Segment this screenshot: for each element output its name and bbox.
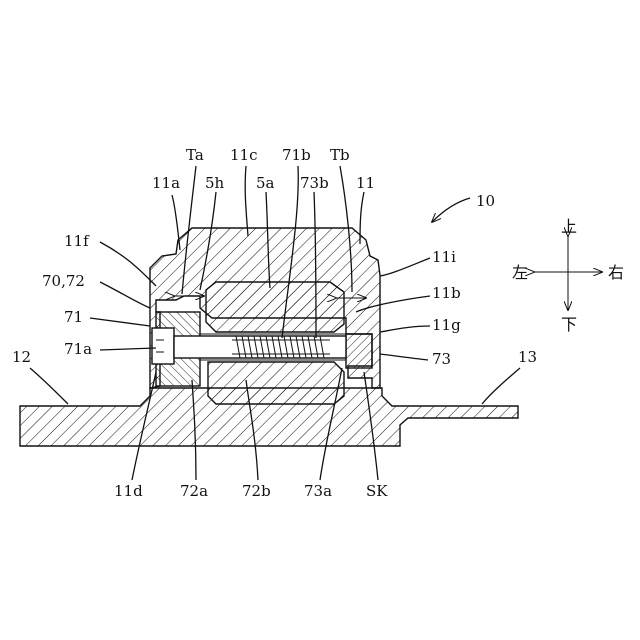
- label-11b: 11b: [432, 284, 461, 302]
- label-13: 13: [518, 348, 537, 366]
- label-11d: 11d: [114, 482, 143, 500]
- label-70-72: 70,72: [42, 272, 85, 290]
- label-11i: 11i: [432, 248, 456, 266]
- label-11: 11: [356, 174, 375, 192]
- bolt-head-71: [152, 328, 174, 364]
- label-Ta: Ta: [186, 146, 204, 164]
- label-71: 71: [64, 308, 83, 326]
- label-12: 12: [12, 348, 31, 366]
- label-11g: 11g: [432, 316, 461, 334]
- label-11c: 11c: [230, 146, 258, 164]
- direction-down-label: 下: [561, 315, 577, 334]
- label-5h: 5h: [205, 174, 225, 192]
- label-73a: 73a: [304, 482, 332, 500]
- elastic-block-lower-72b: [208, 362, 344, 404]
- label-72b: 72b: [242, 482, 271, 500]
- direction-right-label: 右: [608, 263, 624, 282]
- label-73: 73: [432, 350, 451, 368]
- label-71b: 71b: [282, 146, 311, 164]
- label-SK: SK: [366, 482, 388, 500]
- label-11a: 11a: [152, 174, 180, 192]
- label-73b: 73b: [300, 174, 329, 192]
- direction-up-label: 上: [561, 217, 577, 236]
- label-72a: 72a: [180, 482, 208, 500]
- label-71a: 71a: [64, 340, 92, 358]
- label-10: 10: [476, 192, 495, 210]
- collar-73: [346, 334, 372, 368]
- direction-legend: 上 下 左 右: [512, 217, 624, 334]
- direction-left-label: 左: [512, 263, 528, 282]
- label-Tb: Tb: [330, 146, 350, 164]
- label-5a: 5a: [256, 174, 275, 192]
- label-11f: 11f: [64, 232, 90, 250]
- elastic-block-upper-5a: [206, 282, 344, 332]
